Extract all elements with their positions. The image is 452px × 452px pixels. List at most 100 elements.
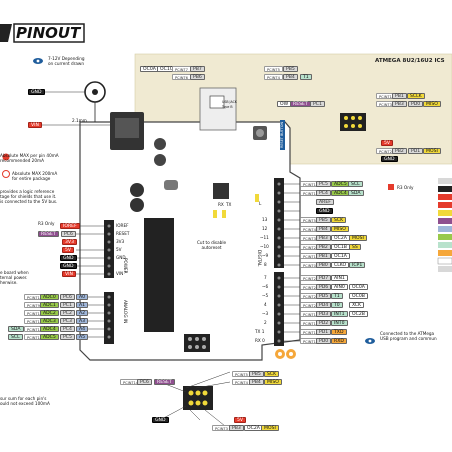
- l-led-label: L: [259, 201, 262, 206]
- eye-icon-right: [365, 338, 375, 344]
- reset-b: RESET: [154, 379, 175, 385]
- icsp-header-16u2: [340, 113, 366, 131]
- pin-2: 2: [264, 320, 267, 325]
- sck-r: SCK: [331, 217, 347, 223]
- pb6-top: PB6: [190, 74, 205, 80]
- pb2-16u2: PB2: [392, 148, 407, 154]
- pb5-top: PB5: [283, 66, 298, 72]
- adc3-label: ADC3: [40, 318, 59, 324]
- r3-flag-icon: [388, 184, 394, 190]
- crystal: [164, 180, 178, 190]
- pin-5: ~5: [262, 293, 269, 298]
- prohibit-icon: [2, 170, 10, 178]
- pin-10: ~10: [260, 244, 269, 249]
- r3only-left: R3 Only: [38, 221, 55, 226]
- pb4-b: PB4: [249, 379, 264, 385]
- a4-label: A4: [76, 326, 89, 332]
- v5-16u2: 5V: [381, 140, 394, 146]
- adc0-label: ADC0: [40, 294, 59, 300]
- pb4-r: PB4: [316, 226, 331, 232]
- miso-16u2: MISO: [423, 101, 441, 107]
- atmega328-chip: [144, 218, 174, 332]
- mosi-16u2: MOSI: [423, 148, 441, 154]
- rxd-r: RXD: [331, 338, 347, 344]
- pin-3: ~3: [262, 311, 269, 316]
- pd5-r: PD5: [316, 293, 332, 299]
- oc2b-r: OC2B: [349, 311, 368, 317]
- icsp-header-main: [183, 386, 213, 410]
- digital-header-low: [274, 272, 284, 346]
- v33-pin: 3V3: [116, 239, 125, 244]
- reset-16u2: RESET: [290, 101, 311, 107]
- pd0-16u2: PD0: [408, 101, 424, 107]
- adc4-r: ADC4: [331, 190, 350, 196]
- pb0-r: PB0: [316, 262, 331, 268]
- pc3-label: PC3: [60, 318, 75, 324]
- a1-label: A1: [76, 302, 89, 308]
- header-right-title: ATMEGA 8U2/16U2 ICS: [375, 58, 445, 64]
- v5-pin: 5V: [116, 247, 122, 252]
- miso-b: MISO: [264, 379, 282, 385]
- pin-11: ~11: [260, 235, 269, 240]
- v5-label: 5V: [62, 247, 75, 253]
- a0-label: A0: [76, 294, 89, 300]
- pd2-r: PD2: [316, 320, 332, 326]
- pb1-r: PB1: [316, 253, 331, 259]
- reset-button-label: RESET BUTTON: [280, 119, 285, 150]
- icsp-header-board: [184, 334, 210, 352]
- jack-size: 2.1mm: [72, 118, 87, 123]
- xck-r: XCK: [349, 302, 365, 308]
- pd7-r: PD7: [316, 275, 332, 281]
- pb4-top: PB4: [283, 74, 298, 80]
- oc2a-r: OC2A: [331, 235, 350, 241]
- pin-4: 4: [264, 302, 267, 307]
- vin-barrel-label: VIN: [28, 122, 42, 128]
- power-section-label: POWER: [123, 258, 128, 274]
- pc6-a: PC6: [60, 294, 75, 300]
- t1-top: T1: [300, 74, 312, 80]
- pb5-b: PB5: [249, 371, 264, 377]
- pb3-r: PB3: [316, 235, 331, 241]
- adc5-r: ADC5: [331, 181, 350, 187]
- clko-r: CLKO: [331, 262, 350, 268]
- pcint4-top: PCINT4: [264, 74, 283, 80]
- pb1-16u2: PB1: [392, 93, 407, 99]
- vin-pin: VIN: [116, 271, 124, 276]
- pc1-label: PC1: [60, 302, 75, 308]
- gnd-barrel-label: GND: [28, 89, 45, 95]
- atmega16u2-chip: [213, 183, 229, 199]
- analog-section-label: ANALOG IN: [123, 300, 128, 324]
- pin-6: ~6: [262, 284, 269, 289]
- usb-jack: [199, 87, 237, 131]
- oc1b-r: OC1B: [331, 244, 350, 250]
- pb3-16u2: PB3: [392, 101, 407, 107]
- pcint5-top: PCINT5: [264, 66, 283, 72]
- oc0a-r: OC0A: [349, 284, 368, 290]
- pb2-r: PB2: [316, 244, 331, 250]
- vin-label: VIN: [62, 271, 76, 277]
- pc5-label: PC5: [60, 334, 75, 340]
- icp1-r: ICP1: [349, 262, 366, 268]
- legend-swatches: [437, 178, 452, 272]
- t1-r: T1: [331, 293, 343, 299]
- tx-led-label: TX: [226, 202, 232, 207]
- pin-9: ~9: [262, 253, 269, 258]
- a2-label: A2: [76, 310, 89, 316]
- v5-b: 5V: [234, 417, 247, 423]
- pc5-r: PC5: [316, 181, 331, 187]
- pd1-16u2: PD1: [408, 148, 424, 154]
- gnd-16u2: GND: [381, 156, 398, 162]
- pcint7-top: PCINT7: [172, 66, 191, 72]
- int1-r: INT1: [331, 311, 348, 317]
- pd3-r: PD3: [316, 311, 332, 317]
- txd-r: TXD: [331, 329, 347, 335]
- pd6-r: PD6: [316, 284, 332, 290]
